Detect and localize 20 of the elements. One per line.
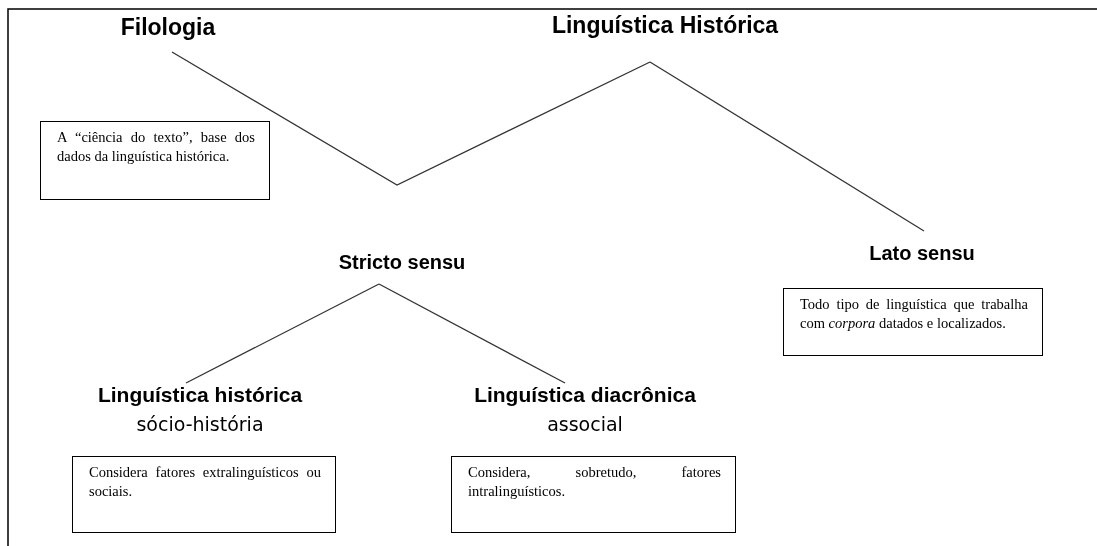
heading-text: Lato sensu (869, 241, 975, 265)
text-box (72, 456, 336, 533)
heading-text: Filologia (120, 14, 216, 41)
subtitle-text: sócio-história (136, 413, 264, 435)
text-box (451, 456, 736, 533)
text-box (783, 288, 1043, 356)
description-text: Considera fatores extralinguísticos ou sociais. (89, 463, 321, 501)
text-box (40, 121, 270, 200)
heading-text: Linguística diacrônica (474, 383, 696, 407)
description-text: Considera, sobretudo, fatores intralinguísticos. (468, 463, 721, 501)
connector-line (171, 51, 651, 186)
heading-text: Linguística histórica (97, 383, 303, 407)
connector-line (649, 61, 925, 232)
subtitle-text: associal (547, 413, 623, 435)
heading-text: Linguística Histórica (551, 12, 779, 39)
connector-line (378, 283, 566, 384)
description-text: Todo tipo de linguística que trabalha com corpora datados e localizados. (800, 295, 1028, 333)
description-text: A “ciência do texto”, base dos dados da linguística histórica. (57, 128, 255, 166)
connector-line (185, 283, 380, 384)
heading-text: Stricto sensu (338, 250, 466, 274)
